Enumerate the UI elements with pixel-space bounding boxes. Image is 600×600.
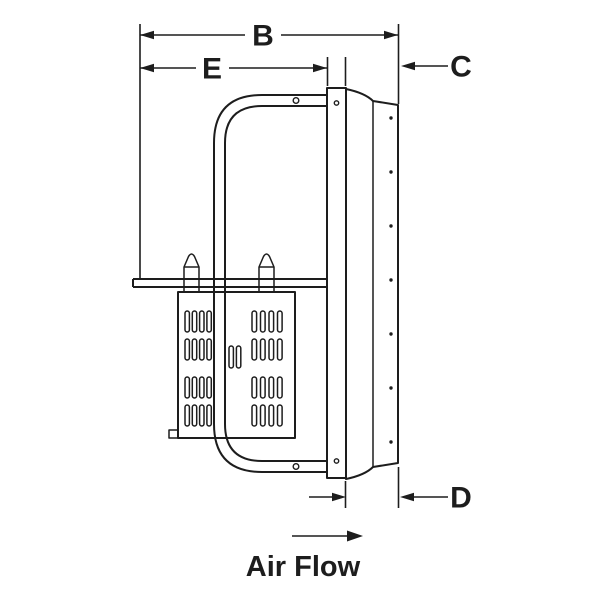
dimension-c-label: C — [450, 51, 472, 84]
dimension-e: E — [140, 53, 327, 86]
motor-assembly — [132, 253, 327, 439]
dimension-d: D — [309, 482, 472, 515]
motor-guard-outer — [213, 94, 327, 473]
dimension-c: C — [401, 51, 472, 84]
dimension-d-arrow-left — [332, 492, 346, 502]
dimension-e-arrow-left — [140, 63, 154, 73]
motor-foot — [168, 429, 178, 439]
guard-weld-dot-bottom — [292, 463, 300, 471]
dimension-e-label: E — [202, 53, 222, 86]
dimension-b-label: B — [252, 20, 274, 53]
guard-weld-dot-top — [292, 96, 300, 104]
extension-lines — [139, 24, 400, 508]
panel-hole-top — [333, 100, 340, 106]
venturi-housing — [345, 88, 399, 480]
motor-vent-slots-left — [184, 310, 213, 427]
panel-hole-bottom — [333, 458, 340, 464]
dimension-c-arrow — [401, 61, 415, 71]
dimension-d-label: D — [450, 482, 472, 515]
motor-vent-slots-right — [251, 310, 283, 427]
motor-mount-arm — [132, 278, 327, 288]
motor-mount-bolt-right — [258, 253, 275, 292]
motor-vent-slots-center — [228, 345, 242, 369]
motor-guard-inner — [224, 105, 327, 462]
dimension-e-arrow-right — [313, 63, 327, 73]
air-flow-label: Air Flow — [246, 551, 361, 583]
dimension-b: B — [140, 20, 398, 53]
motor-mount-bolt-left — [183, 253, 200, 292]
mounting-panel — [326, 87, 347, 479]
dimension-b-arrow-left — [140, 30, 154, 40]
air-flow-indicator: Air Flow — [246, 530, 363, 583]
dimension-d-arrow-right — [400, 492, 414, 502]
housing-bolt-marks — [389, 116, 393, 444]
air-flow-arrow-head — [347, 530, 363, 542]
dimension-b-arrow-right — [384, 30, 398, 40]
fan-housing — [326, 87, 399, 480]
motor-guard — [213, 94, 327, 473]
